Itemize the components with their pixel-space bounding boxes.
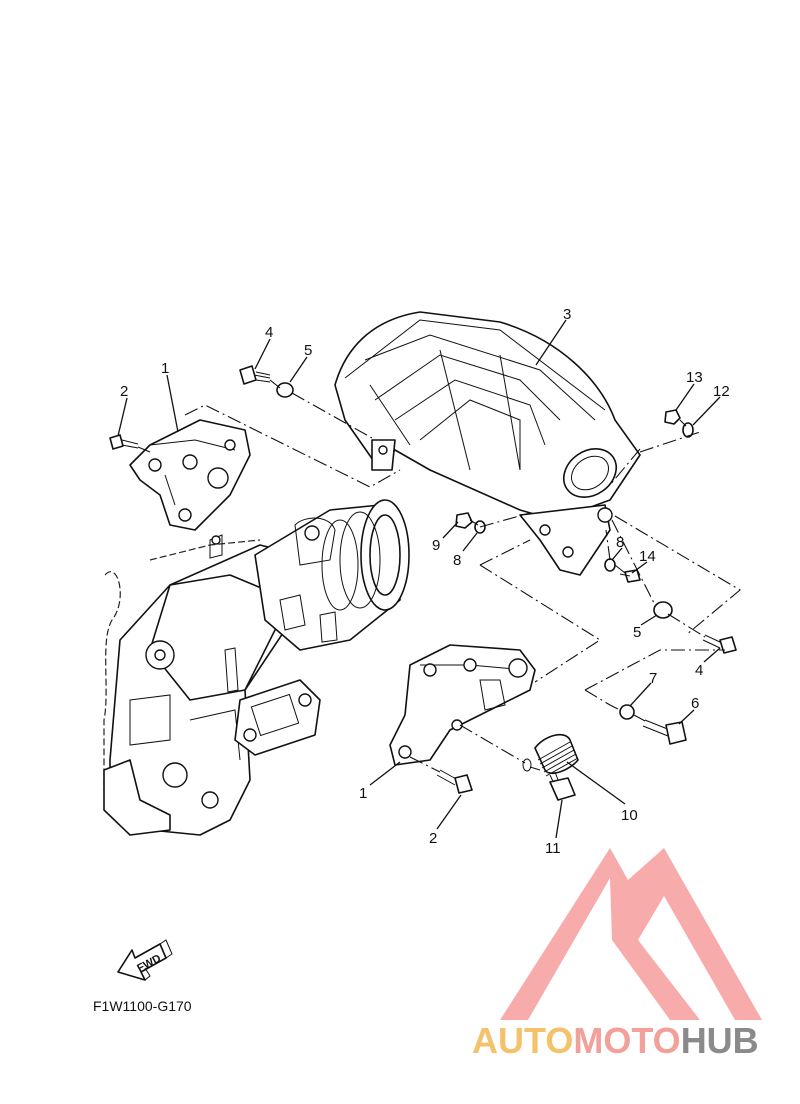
callout-5-lower: 5	[633, 624, 641, 641]
nut-part-9	[455, 512, 473, 529]
watermark-text: AUTOMOTOHUB	[472, 1020, 759, 1061]
bolt-part-14	[619, 569, 641, 583]
callout-1-lower: 1	[359, 785, 367, 802]
callout-8-right: 8	[616, 534, 624, 551]
fwd-arrow-icon: FWD	[117, 939, 173, 981]
callout-13: 13	[686, 369, 703, 386]
watermark-text-moto: MOTO	[573, 1020, 680, 1061]
nut-part-13	[664, 409, 681, 425]
callout-5-upper: 5	[304, 342, 312, 359]
bolt-part-2-upper	[109, 434, 139, 450]
bolt-part-6	[642, 719, 687, 745]
collar-part-7	[619, 704, 635, 720]
callout-1-upper: 1	[161, 360, 169, 377]
watermark-logo-icon	[500, 848, 762, 1020]
callout-labels: 1 2 4 5 3 13 12 9 8 8 14 5 4 7 6 1 2 11 …	[120, 306, 730, 857]
washer-part-8-right	[604, 558, 616, 572]
callout-8-left: 8	[453, 552, 461, 569]
callout-7: 7	[649, 670, 657, 687]
callout-2-upper: 2	[120, 383, 128, 400]
bolt-part-2-lower	[436, 769, 473, 794]
callout-4-upper: 4	[265, 324, 273, 341]
bolt-part-4-lower	[702, 634, 737, 654]
mount-bracket-upper-part-1	[129, 419, 251, 531]
hardware	[109, 365, 737, 801]
callout-10: 10	[621, 807, 638, 824]
callout-2-lower: 2	[429, 830, 437, 847]
watermark-logo-shape	[500, 848, 762, 1020]
callout-9: 9	[432, 537, 440, 554]
watermark: AUTOMOTOHUB	[472, 848, 762, 1061]
callout-4-lower: 4	[695, 662, 703, 679]
watermark-text-auto: AUTO	[472, 1020, 573, 1061]
callout-3: 3	[563, 306, 571, 323]
callout-6: 6	[691, 695, 699, 712]
callout-14: 14	[639, 548, 656, 565]
clip	[522, 758, 532, 772]
leader-lines	[117, 319, 721, 839]
callout-11: 11	[545, 840, 561, 857]
assembly-lines	[137, 379, 741, 773]
engine-assembly	[103, 499, 410, 836]
bolt-part-11	[549, 771, 576, 801]
bolt-part-4-upper	[239, 365, 271, 385]
callout-12: 12	[713, 383, 730, 400]
air-intake-cover-part-3	[334, 311, 641, 576]
collar-part-5-lower	[653, 601, 673, 619]
collar-part-5-upper	[276, 382, 294, 398]
washer-part-12	[682, 422, 694, 438]
drawing-code: F1W1100-G170	[93, 998, 192, 1014]
watermark-text-hub: HUB	[681, 1020, 759, 1061]
mount-bracket-lower-part-1	[389, 644, 536, 766]
spring-part-10	[534, 733, 579, 777]
